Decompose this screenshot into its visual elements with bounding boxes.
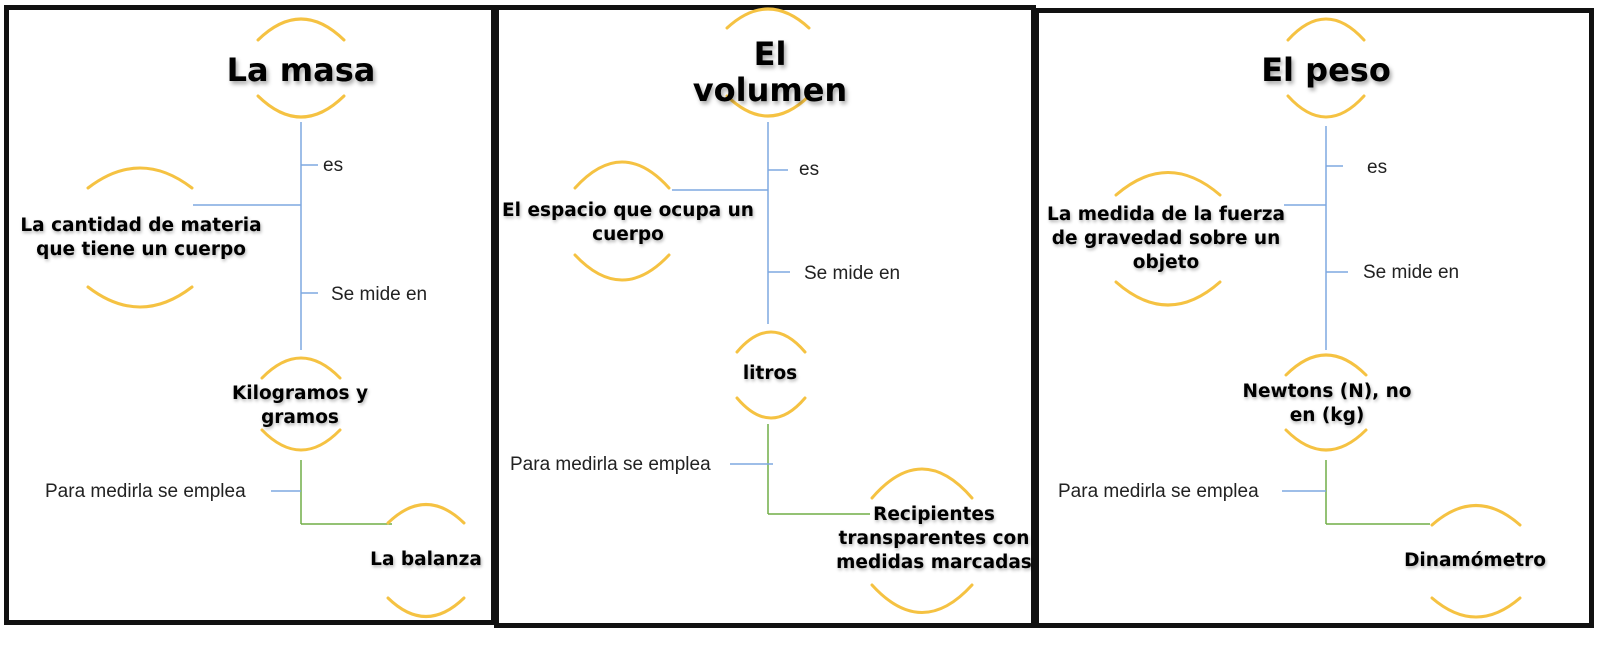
- arc-volumen-unit-top: [735, 330, 807, 354]
- label-emplea-volumen: Para medirla se emplea: [510, 454, 711, 475]
- arc-peso-instr-top: [1430, 504, 1522, 527]
- instrument-peso: Dinamómetro: [1404, 550, 1546, 571]
- panel-masa: [4, 5, 496, 625]
- label-es-peso: es: [1367, 157, 1388, 178]
- arc-peso-title-top: [1286, 17, 1366, 42]
- arc-masa-def-top: [86, 166, 194, 190]
- title-peso: El peso: [1261, 51, 1391, 89]
- panel-masa-connectors: [193, 122, 392, 525]
- label-mide-peso: Se mide en: [1363, 262, 1460, 283]
- panel-peso-connectors: [1282, 126, 1430, 525]
- definition-masa: La cantidad de materia que tiene un cuer…: [20, 215, 262, 260]
- definition-volumen: El espacio que ocupa un cuerpo: [502, 200, 754, 245]
- arc-peso-title-bottom: [1286, 94, 1366, 119]
- unit-volumen: litros: [742, 363, 798, 384]
- arc-peso-unit-top: [1284, 353, 1368, 377]
- panel-volumen: [494, 5, 1036, 628]
- arc-masa-title-top: [256, 17, 346, 42]
- unit-masa: Kilogramos y gramos: [231, 383, 369, 428]
- arc-peso-unit-bottom: [1284, 428, 1368, 452]
- panel-peso: [1034, 8, 1594, 628]
- label-es-volumen: es: [799, 159, 820, 180]
- arc-volumen-def-top: [573, 160, 671, 190]
- instrument-volumen: Recipientes transparentes con medidas ma…: [836, 504, 1032, 573]
- label-es-masa: es: [323, 155, 344, 176]
- unit-peso: Newtons (N), no en (kg): [1242, 381, 1412, 426]
- arc-volumen-instr-bottom: [870, 583, 974, 614]
- arc-masa-unit-top: [260, 356, 342, 380]
- instrument-masa: La balanza: [370, 549, 482, 570]
- label-mide-masa: Se mide en: [331, 284, 428, 305]
- label-mide-volumen: Se mide en: [804, 263, 901, 284]
- arc-volumen-title-bottom: [725, 94, 811, 118]
- title-masa: La masa: [226, 51, 376, 89]
- title-volumen: El volumen: [692, 35, 848, 109]
- arc-volumen-unit-bottom: [735, 396, 807, 420]
- label-emplea-masa: Para medirla se emplea: [45, 481, 246, 502]
- arc-masa-unit-bottom: [260, 428, 342, 452]
- arc-volumen-title-top: [725, 7, 811, 30]
- definition-peso: La medida de la fuerza de gravedad sobre…: [1047, 204, 1285, 273]
- label-emplea-peso: Para medirla se emplea: [1058, 481, 1259, 502]
- arc-masa-def-bottom: [86, 285, 194, 309]
- arc-volumen-def-bottom: [573, 253, 671, 282]
- panel-volumen-connectors: [672, 122, 870, 515]
- arc-peso-def-bottom: [1114, 280, 1222, 307]
- arc-volumen-instr-top: [870, 467, 974, 500]
- arc-masa-title-bottom: [256, 94, 346, 119]
- arc-peso-instr-bottom: [1430, 596, 1522, 619]
- arc-masa-instr-bottom: [386, 596, 466, 618]
- arc-peso-def-top: [1114, 171, 1222, 197]
- arc-masa-instr-top: [386, 503, 466, 525]
